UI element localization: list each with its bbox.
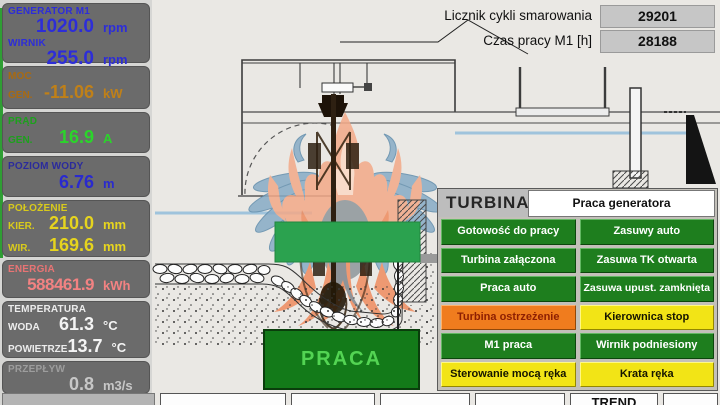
machine-hall [238, 59, 456, 197]
temp-air-value: 13.7 [67, 336, 103, 356]
trend-button[interactable]: TREND [570, 393, 658, 405]
temp-row-name: POWIETRZE [8, 344, 68, 355]
flow-unit: m3/s [103, 378, 133, 393]
status-zasuwy-auto[interactable]: Zasuwy auto [579, 219, 714, 245]
left-edge-accent [0, 8, 3, 258]
gauge-label: MOC [8, 70, 32, 82]
gauge-flow: PRZEPŁYW 0.8 m3/s [2, 361, 150, 394]
status-gotowosc-do-pracy[interactable]: Gotowość do pracy [441, 219, 576, 245]
position-kier-unit: mm [103, 217, 127, 232]
outlet-channel [515, 67, 610, 117]
gauge-power: MOC GEN. -11.06 kW [2, 66, 150, 109]
water-level-value: 6.76 [58, 172, 94, 193]
turbine-status-panel: TURBINA Praca generatora Gotowość do pra… [437, 188, 718, 391]
water-level-unit: m [103, 176, 115, 192]
flow-value: 0.8 [68, 374, 94, 394]
status-praca-auto[interactable]: Praca auto [441, 276, 576, 302]
gauge-label: WIRNIK [8, 38, 46, 49]
position-wir-unit: mm [102, 239, 127, 254]
gauge-label: PRZEPŁYW [8, 364, 66, 375]
gauge-label: GENERATOR M1 [8, 6, 91, 17]
praca-indicator[interactable]: PRACA [263, 329, 420, 390]
power-unit: kW [103, 86, 123, 102]
gauge-label: ENERGIA [8, 263, 55, 275]
status-turbina-zalaczona[interactable]: Turbina załączona [441, 247, 576, 273]
gauge-position: POŁOŻENIE KIER. 210.0 mm WIR. 169.6 mm [2, 200, 150, 257]
bottom-button-2[interactable] [160, 393, 286, 405]
temp-water-value: 61.3 [58, 314, 94, 334]
current-value: 16.9 [58, 127, 94, 147]
status-sterowanie-moca-reka[interactable]: Sterowanie mocą ręka [441, 361, 576, 387]
lubrication-counter-label: Licznik cykli smarowania [444, 8, 592, 23]
power-sub-label: GEN. [8, 90, 33, 102]
position-wir-value: 169.6 [48, 235, 94, 255]
dam-profile [686, 115, 716, 184]
gauge-label: PRĄD [8, 116, 38, 127]
bottom-button-4[interactable] [380, 393, 470, 405]
status-m1-praca[interactable]: M1 praca [441, 333, 576, 359]
work-hours-label: Czas pracy M1 [h] [483, 33, 592, 48]
status-zasuwa-upust-zamknieta[interactable]: Zasuwa upust. zamknięta [579, 276, 714, 302]
gate-foundation [612, 170, 649, 189]
gauge-label: POZIOM WODY [8, 160, 84, 172]
bottom-button-3[interactable] [291, 393, 375, 405]
temp-water-unit: °C [103, 318, 118, 333]
gauge-current: PRĄD GEN. 16.9 A [2, 112, 150, 153]
power-value: -11.06 [43, 82, 94, 103]
bottom-button-5[interactable] [475, 393, 565, 405]
current-sub-label: GEN. [8, 135, 33, 146]
gauge-water-level: POZIOM WODY 6.76 m [2, 156, 150, 197]
temp-air-unit: °C [111, 340, 127, 355]
tab-praca-generatora[interactable]: Praca generatora [528, 190, 715, 217]
deck-lines [242, 111, 720, 124]
lubrication-counter-value: 29201 [600, 5, 715, 28]
plant-diagram [152, 19, 720, 346]
position-kier-value: 210.0 [48, 213, 94, 233]
position-row-name: WIR. [8, 243, 31, 254]
runner-rpm-unit: rpm [103, 52, 128, 67]
generator-rpm-unit: rpm [103, 20, 128, 35]
bottom-button-7[interactable] [663, 393, 718, 405]
intake-dashed-arc [244, 122, 336, 197]
gate-column [629, 87, 642, 179]
generator-rpm-value: 1020.0 [35, 16, 94, 37]
counter-leader-lines [340, 19, 529, 55]
gauge-label: POŁOŻENIE [8, 203, 68, 214]
status-wirnik-podniesiony[interactable]: Wirnik podniesiony [579, 333, 714, 359]
measurements-panel: GENERATOR M1 1020.0 rpm WIRNIK 255.0 rpm M… [0, 0, 152, 405]
status-button-grid: Gotowość do pracy Zasuwy auto Turbina za… [441, 219, 714, 387]
gauge-generator-speed: GENERATOR M1 1020.0 rpm WIRNIK 255.0 rpm [2, 3, 150, 68]
temp-row-name: WODA [8, 322, 40, 333]
work-hours-value: 28188 [600, 30, 715, 53]
turbine-status-overlay [274, 221, 421, 263]
status-turbina-ostrzezenie[interactable]: Turbina ostrzeżenie [441, 304, 576, 330]
bottom-button-1[interactable] [2, 393, 155, 405]
status-kierownica-stop[interactable]: Kierownica stop [579, 304, 714, 330]
gauge-energy: ENERGIA 588461.9 kWh [2, 260, 150, 298]
tab-turbina[interactable]: TURBINA [438, 189, 529, 217]
status-zasuwa-tk-otwarta[interactable]: Zasuwa TK otwarta [579, 247, 714, 273]
status-krata-reka[interactable]: Krata ręka [579, 361, 714, 387]
position-row-name: KIER. [8, 221, 35, 232]
gauge-label: TEMPERATURA [8, 304, 87, 315]
energy-unit: kWh [103, 278, 131, 294]
current-unit: A [103, 131, 113, 146]
runner-rpm-value: 255.0 [46, 48, 94, 69]
energy-value: 588461.9 [27, 275, 94, 295]
